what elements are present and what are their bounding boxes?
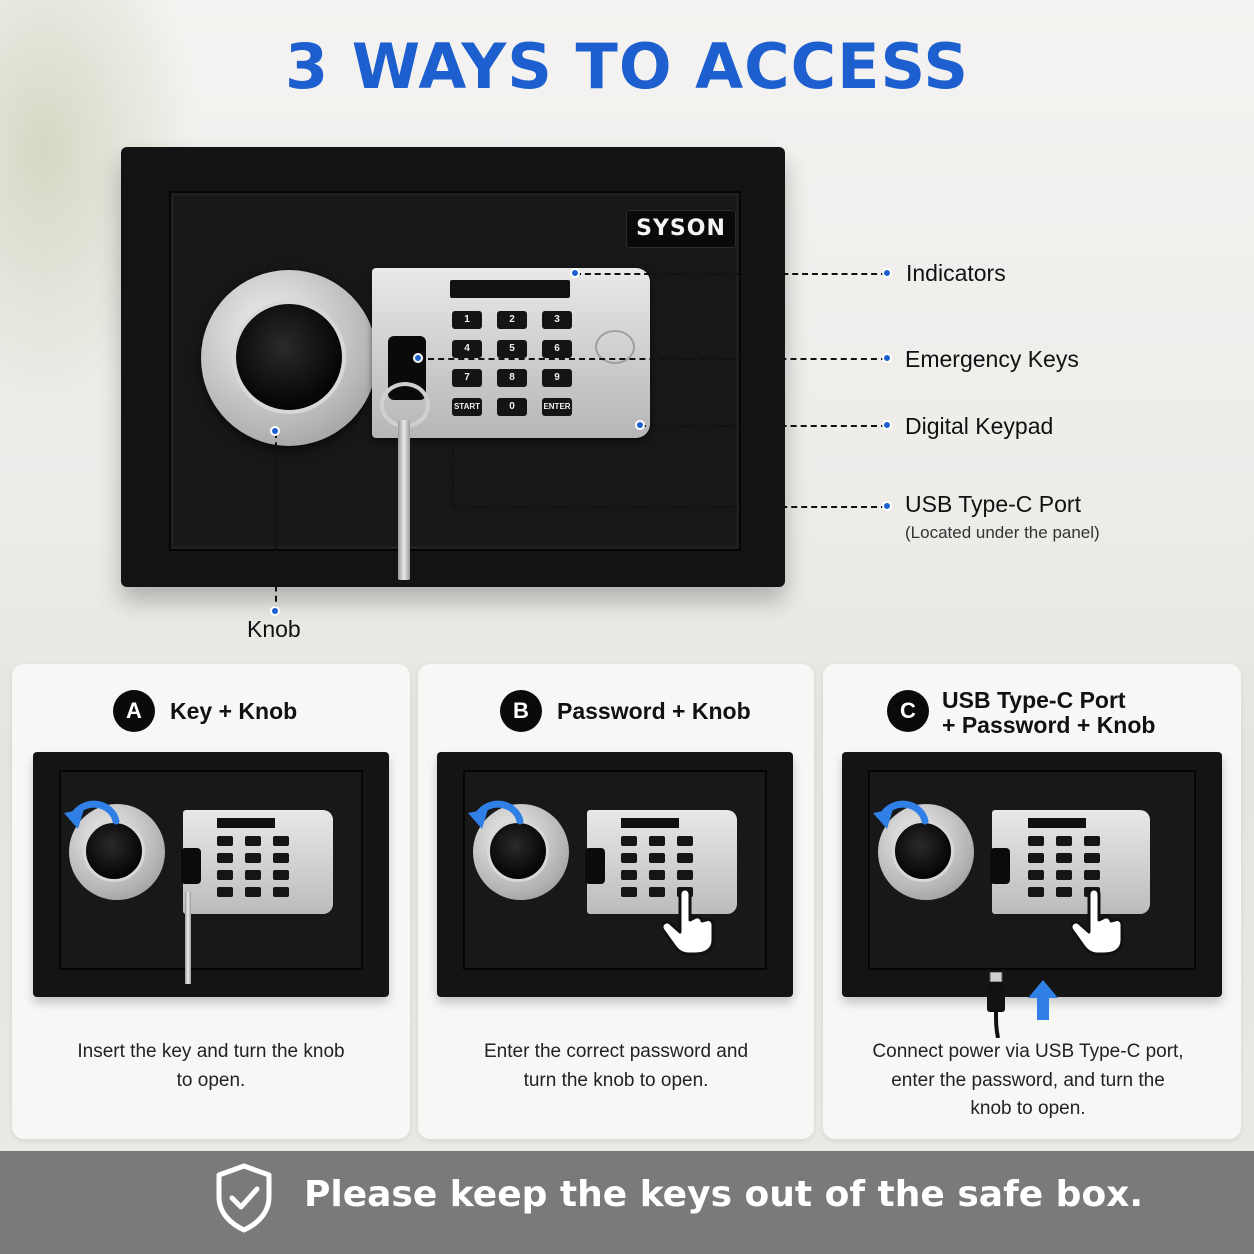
digital-keypad-label: Digital Keypad	[905, 413, 1054, 439]
callout-dot	[635, 420, 645, 430]
rotate-arrow-icon	[873, 800, 929, 829]
callout-dot	[570, 268, 580, 278]
keypad-key: 7	[452, 369, 482, 387]
method-title: Password + Knob	[557, 698, 751, 724]
usb-port-label: USB Type-C Port	[905, 491, 1081, 517]
usb-c-cable-icon	[987, 972, 1005, 1038]
callout-line	[452, 506, 887, 508]
keypad-key: 3	[542, 311, 572, 329]
usb-port-note: (Located under the panel)	[905, 523, 1100, 542]
method-description: Enter the correct password and turn the …	[483, 1041, 749, 1091]
indicator-display	[450, 280, 570, 298]
callout-dot	[882, 420, 892, 430]
method-description: Insert the key and turn the knob to open…	[77, 1041, 345, 1091]
rotate-arrow-icon	[64, 800, 120, 829]
method-a-safe-illustration	[33, 752, 389, 997]
keypad-key: 8	[497, 369, 527, 387]
method-description: Connect power via USB Type-C port, enter…	[872, 1041, 1184, 1119]
footer-warning: Please keep the keys out of the safe box…	[304, 1174, 1144, 1215]
panel-emblem	[595, 330, 635, 364]
footer-banner	[0, 1151, 1254, 1254]
method-b-safe-illustration	[437, 752, 793, 997]
up-arrow-icon	[1028, 980, 1058, 1020]
pointing-hand-icon	[662, 890, 715, 956]
brand-logo: SYSON	[626, 210, 736, 248]
indicators-label: Indicators	[906, 260, 1006, 286]
keypad-key: START	[452, 398, 482, 416]
pointing-hand-icon	[1071, 890, 1124, 956]
knob	[232, 300, 346, 414]
emergency-key	[398, 420, 410, 580]
keypad-key: 0	[497, 398, 527, 416]
page-title: 3 WAYS TO ACCESS	[285, 30, 969, 103]
callout-line	[640, 425, 887, 427]
keypad-key: ENTER	[542, 398, 572, 416]
shield-check-icon	[216, 1163, 272, 1233]
callout-line	[452, 440, 454, 507]
callout-dot	[882, 501, 892, 511]
keypad-key: 9	[542, 369, 572, 387]
keypad-key: 5	[497, 340, 527, 358]
rotate-arrow-icon	[468, 800, 524, 829]
callout-dot	[270, 606, 280, 616]
knob-label: Knob	[247, 616, 301, 642]
emergency-keys-label: Emergency Keys	[905, 346, 1079, 372]
callout-dot	[413, 353, 423, 363]
callout-dot	[270, 426, 280, 436]
keypad-key: 1	[452, 311, 482, 329]
method-title: Key + Knob	[170, 698, 298, 724]
callout-line	[418, 358, 887, 360]
method-c-safe-illustration	[842, 752, 1222, 997]
method-badge: A	[113, 690, 155, 732]
method-title: USB Type-C Port + Password + Knob	[942, 687, 1156, 738]
method-badge: C	[887, 690, 929, 732]
callout-line	[575, 273, 887, 275]
callout-dot	[882, 353, 892, 363]
keypad-key: 4	[452, 340, 482, 358]
callout-dot	[882, 268, 892, 278]
keypad-key: 6	[542, 340, 572, 358]
keypad-key: 2	[497, 311, 527, 329]
method-badge: B	[500, 690, 542, 732]
callout-line	[275, 432, 277, 612]
